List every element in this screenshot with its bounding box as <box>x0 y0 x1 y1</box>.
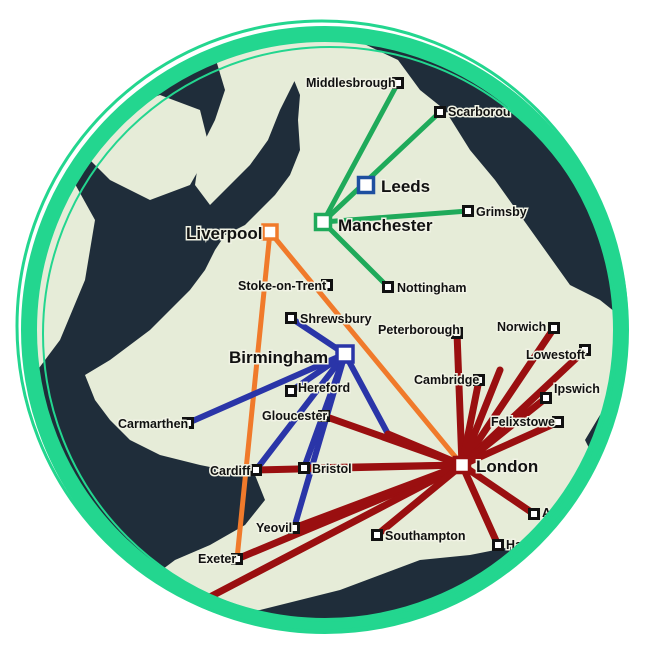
route-liverpool-london <box>267 229 465 468</box>
place-labels: MiddlesbroughScarborouGrimsbyNottinghamS… <box>117 75 602 568</box>
route-birmingham-carmarthen <box>185 351 348 426</box>
route-manchester-grimsby <box>320 208 471 225</box>
marker-manchester[interactable] <box>313 212 333 232</box>
marker-norwich[interactable] <box>548 322 560 334</box>
route-london-felixstowe <box>458 418 562 469</box>
label-birmingham: Birmingham <box>229 348 328 367</box>
label-norwich: Norwich <box>497 320 546 334</box>
marker-nottingham[interactable] <box>382 281 394 293</box>
marker-gloucester[interactable] <box>318 410 330 422</box>
label-hereford: Hereford <box>298 381 350 395</box>
label-nottingham: Nottingham <box>397 281 466 295</box>
route-lines <box>181 80 589 614</box>
label-stoke: Stoke-on-Trent <box>238 279 327 293</box>
frame-ring-outer-stroke <box>15 19 629 633</box>
marker-cambridge[interactable] <box>473 374 485 386</box>
marker-london[interactable] <box>452 455 472 475</box>
label-lowestoft: Lowestoft <box>526 348 586 362</box>
land-north-west <box>195 40 300 205</box>
marker-cardiff[interactable] <box>250 464 262 476</box>
label-peterborough: Peterborough <box>378 323 460 337</box>
label-bristol: Bristol <box>312 462 352 476</box>
frame-ring-inner-stroke <box>42 46 618 622</box>
frame-ring <box>21 26 629 634</box>
marker-southampton[interactable] <box>371 529 383 541</box>
label-cardiff: Cardiff <box>210 464 251 478</box>
route-london-plymouth <box>181 461 466 614</box>
route-london-yeovil <box>290 461 466 532</box>
marker-ipswich[interactable] <box>540 392 552 404</box>
route-birmingham-cardiff <box>253 351 348 473</box>
marker-felixstowe[interactable] <box>552 416 564 428</box>
marker-scarborough[interactable] <box>434 106 446 118</box>
label-gloucester: Gloucester <box>262 409 327 423</box>
land-great-britain <box>85 40 615 612</box>
marker-peterborough[interactable] <box>451 327 463 339</box>
route-london-bristol <box>300 461 466 472</box>
label-ipswich: Ipswich <box>554 382 600 396</box>
route-london-reading <box>384 430 466 469</box>
route-london-ashford <box>458 461 538 518</box>
label-london: London <box>476 457 538 476</box>
marker-exeter[interactable] <box>231 553 243 565</box>
route-london-norwich <box>458 324 558 469</box>
place-markers <box>182 77 591 565</box>
marker-grimsby[interactable] <box>462 205 474 217</box>
label-exeter: Exeter <box>198 552 236 566</box>
marker-hastings[interactable] <box>492 539 504 551</box>
label-leeds: Leeds <box>381 177 430 196</box>
marker-carmarthen[interactable] <box>182 417 194 429</box>
label-southampton: Southampton <box>385 529 466 543</box>
route-manchester-nottingham <box>320 219 391 290</box>
route-london-southampton <box>373 461 466 539</box>
marker-leeds[interactable] <box>356 175 376 195</box>
route-manchester-scarborough <box>320 109 443 225</box>
marker-shrewsbury[interactable] <box>285 312 297 324</box>
route-london-hastings <box>458 461 502 549</box>
label-manchester: Manchester <box>338 216 433 235</box>
route-london-ipswich <box>458 394 550 469</box>
marker-middlesbrough[interactable] <box>392 77 404 89</box>
label-felixstowe: Felixstowe <box>491 415 555 429</box>
label-grimsby: Grimsby <box>476 205 527 219</box>
marker-liverpool[interactable] <box>261 223 279 241</box>
route-london-cambridge2 <box>458 366 504 469</box>
route-birmingham-gloucester <box>321 351 348 419</box>
label-scarborough: Scarborou <box>448 105 511 119</box>
marker-birmingham[interactable] <box>335 344 355 364</box>
marker-ashford[interactable] <box>528 508 540 520</box>
route-manchester-middlesbrough <box>320 80 401 225</box>
marker-hereford[interactable] <box>285 385 297 397</box>
label-middlesbrough: Middlesbrough <box>306 76 396 90</box>
route-london-peterborough <box>453 329 466 469</box>
label-carmarthen: Carmarthen <box>118 417 188 431</box>
label-liverpool: Liverpool <box>186 224 263 243</box>
marker-yeovil[interactable] <box>288 522 300 534</box>
marker-bristol[interactable] <box>298 462 310 474</box>
route-birmingham-reading <box>342 351 391 437</box>
marker-stoke[interactable] <box>321 279 333 291</box>
marker-lowestoft[interactable] <box>579 344 591 356</box>
label-yeovil: Yeovil <box>256 521 292 535</box>
label-cambridge: Cambridge <box>414 373 479 387</box>
label-shrewsbury: Shrewsbury <box>300 312 372 326</box>
